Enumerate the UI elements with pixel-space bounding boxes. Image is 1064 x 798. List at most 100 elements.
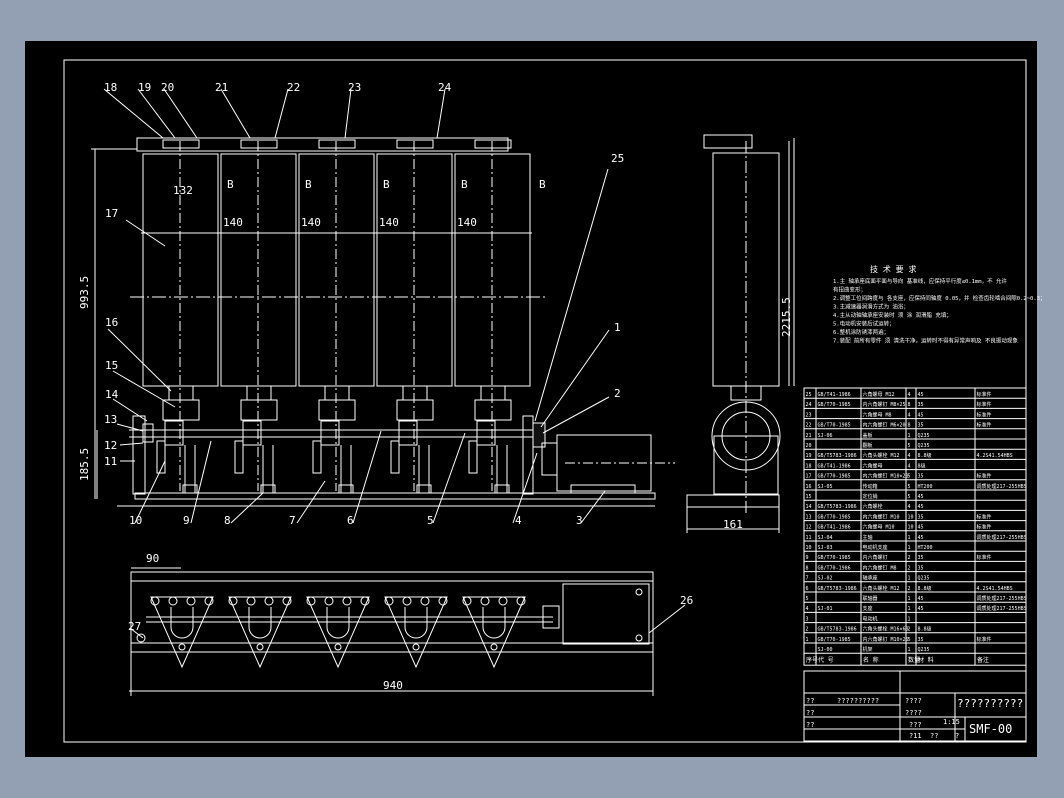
balloon-label: 18 — [104, 81, 117, 94]
bracket — [468, 440, 478, 474]
dim-label-b: B — [383, 178, 390, 191]
bom-cell: GB/T5783-1986 — [818, 627, 857, 633]
title-block-code: ???? — [905, 709, 922, 717]
plan-triangle-support — [384, 596, 448, 669]
bom-cell: HT200 — [918, 484, 933, 490]
bom-cell: 盖板 — [863, 432, 873, 439]
drawing-number: SMF-00 — [969, 722, 1012, 736]
bolt-icon — [282, 596, 292, 606]
bom-cell: 35 — [918, 555, 924, 561]
bom-cell: 16 — [806, 484, 812, 490]
bom-header-cell: 数量 — [908, 656, 920, 664]
bom-cell: 35 — [918, 402, 924, 408]
bom-cell: GB/T41-1986 — [818, 525, 851, 531]
dim-label-140: 140 — [379, 216, 399, 229]
dim-label-940: 940 — [383, 679, 403, 692]
bom-cell: 19 — [806, 453, 812, 459]
bolt-icon — [264, 596, 274, 606]
bom-cell: GB/T41-1986 — [818, 463, 851, 469]
bolt-icon — [204, 596, 214, 606]
gear-box — [396, 399, 434, 421]
title-block-code: ? — [955, 732, 959, 740]
bom-cell: 8.8级 — [918, 452, 932, 459]
bracket — [234, 440, 244, 474]
top-clamp — [318, 139, 356, 149]
cell-holder — [246, 385, 272, 401]
bom-cell: 1 — [908, 616, 911, 622]
bom-cell: 4 — [908, 412, 911, 418]
bearing-block — [164, 420, 184, 446]
leader-line — [190, 440, 212, 524]
bom-cell: 6 — [806, 586, 809, 592]
bolt-icon — [516, 596, 526, 606]
bom-cell: 六角螺母 — [863, 462, 883, 469]
bom-cell: 8 — [908, 402, 911, 408]
bom-cell: 2 — [908, 627, 911, 633]
bom-cell: GB/T70-1985 — [818, 423, 851, 429]
leader-line — [432, 432, 466, 524]
bom-cell: 45 — [918, 504, 924, 510]
bom-cell: 标准件 — [977, 401, 992, 408]
dim-label-b: B — [539, 178, 546, 191]
bolt-icon — [342, 596, 352, 606]
balloon-label: 5 — [427, 514, 434, 527]
bom-cell: 4 — [908, 453, 911, 459]
balloon-label: 21 — [215, 81, 228, 94]
title-block-code: ?? — [806, 709, 814, 717]
bom-cell: 5 — [806, 596, 809, 602]
bolt-icon — [438, 596, 448, 606]
title-block-code: ?11 — [909, 732, 922, 740]
balloon-label: 24 — [438, 81, 452, 94]
bom-cell: 1 — [908, 647, 911, 653]
bolt-icon — [150, 596, 160, 606]
bom-cell: 标准件 — [977, 473, 992, 480]
tech-line: 有扭曲变形； — [833, 286, 866, 294]
balloon-label: 12 — [104, 439, 117, 452]
balloon-label: 1 — [614, 321, 621, 334]
bearing-block — [476, 420, 496, 446]
bom-cell: 定位销 — [863, 493, 878, 500]
bom-cell: 18 — [806, 463, 812, 469]
balloon-label: 2 — [614, 387, 621, 400]
bolt-icon — [178, 643, 186, 651]
balloon-label: 22 — [287, 81, 300, 94]
bom-cell: 标准件 — [977, 422, 992, 429]
assembly-drawing: 技 术 要 求1.主 轴承座底面平面与导向 基准线，应保持平行度≤0.1mm，不… — [63, 59, 1045, 743]
bom-cell: SJ-06 — [818, 433, 833, 439]
gear-box — [474, 399, 512, 421]
bom-cell: 10 — [908, 514, 914, 520]
bom-cell: 35 — [918, 565, 924, 571]
plan-triangle-support — [462, 596, 526, 669]
gear-box — [318, 399, 356, 421]
bolt-icon — [490, 643, 498, 651]
plan-triangle-support — [228, 596, 292, 669]
bom-cell: 内六角螺钉 M10×20 — [863, 473, 909, 480]
bom-cell: 23 — [806, 412, 812, 418]
balloon-label: 15 — [105, 359, 118, 372]
dim-label-shaft: 185.5 — [78, 448, 91, 481]
bom-cell: Q235 — [918, 576, 930, 582]
bom-cell: GB/T70-1985 — [818, 555, 851, 561]
top-clamp — [162, 139, 200, 149]
bom-cell: 六角螺栓 — [863, 503, 883, 510]
bom-cell: 35 — [918, 423, 924, 429]
leader-line — [648, 604, 686, 634]
bom-cell: SJ-01 — [818, 606, 833, 612]
bom-border — [803, 387, 1027, 666]
bom-cell: 22 — [806, 423, 812, 429]
plan-triangle-support — [306, 596, 370, 669]
leader-line — [512, 452, 538, 524]
bom-cell: 10 — [908, 525, 914, 531]
title-block-code: ?? — [806, 697, 814, 705]
bom-cell: 2 — [908, 555, 911, 561]
tech-title: 技 术 要 求 — [870, 264, 916, 274]
bom-cell: 4 — [908, 392, 911, 398]
bom-cell: 21 — [806, 433, 812, 439]
bom-cell: 传动箱 — [863, 483, 878, 490]
bom-cell: 标准件 — [977, 411, 992, 418]
bom-cell: 1 — [908, 545, 911, 551]
bom-cell: GB/T70-1985 — [818, 402, 851, 408]
bom-cell: 24 — [806, 402, 812, 408]
bolt-icon — [186, 596, 196, 606]
